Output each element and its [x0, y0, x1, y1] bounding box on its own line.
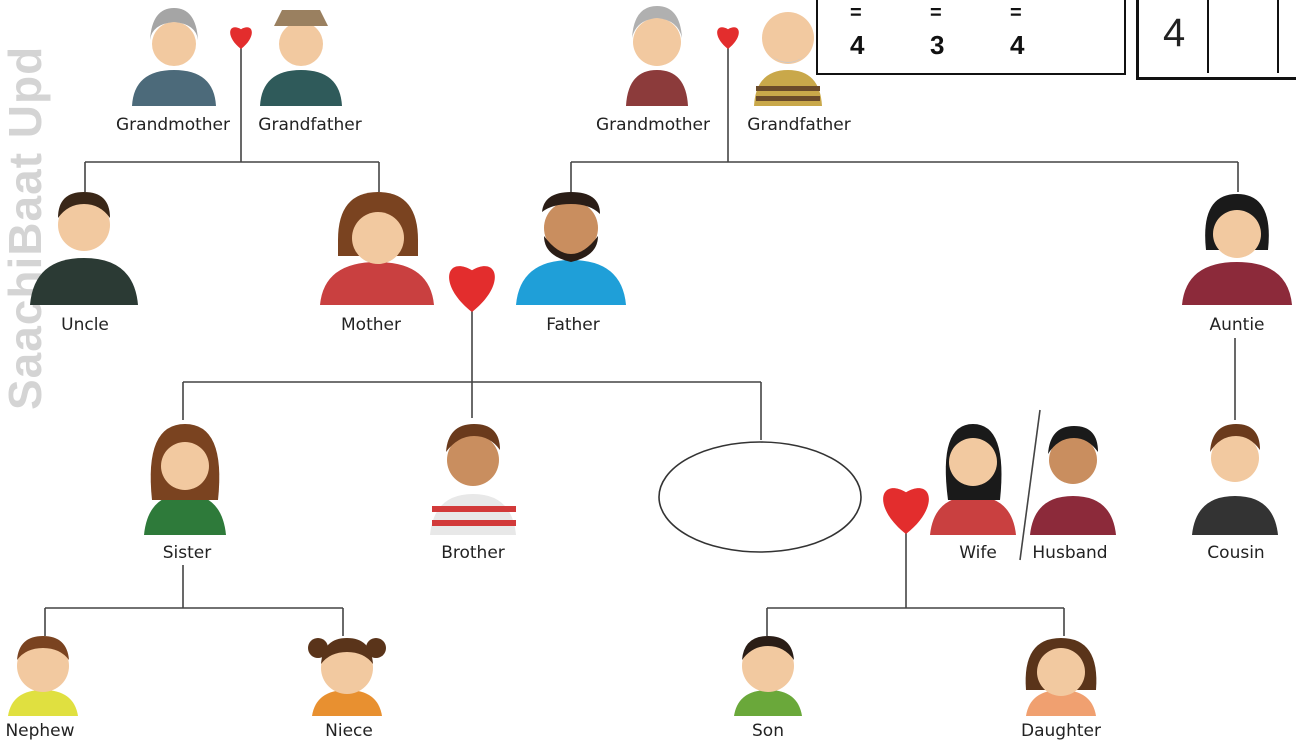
grandfather-right-avatar	[754, 12, 822, 106]
label-niece: Niece	[325, 721, 373, 741]
heart-icon	[883, 488, 929, 534]
grandmother-left-avatar	[132, 8, 216, 106]
label-nephew: Nephew	[5, 721, 75, 741]
label-grandmother-right: Grandmother	[596, 115, 710, 135]
empty-oval	[658, 441, 862, 553]
equals-sign: =	[930, 2, 942, 24]
answer-digit: 4	[1163, 11, 1186, 55]
brother-avatar	[430, 424, 516, 535]
label-brother: Brother	[441, 543, 505, 563]
mother-avatar	[320, 192, 434, 305]
father-avatar	[516, 192, 626, 305]
husband-avatar	[1030, 426, 1116, 535]
label-husband: Husband	[1032, 543, 1108, 563]
label-grandmother-left: Grandmother	[116, 115, 230, 135]
score-value: 4	[1010, 30, 1025, 60]
daughter-avatar	[1025, 638, 1097, 716]
label-auntie: Auntie	[1209, 315, 1265, 335]
sister-avatar	[144, 424, 226, 535]
label-cousin: Cousin	[1207, 543, 1265, 563]
equals-sign: =	[1010, 2, 1022, 24]
score-box: = = = 4 3 4	[816, 0, 1126, 75]
son-avatar	[734, 636, 802, 716]
label-daughter: Daughter	[1021, 721, 1101, 741]
heart-icon	[717, 27, 739, 49]
niece-avatar	[308, 638, 386, 716]
label-son: Son	[752, 721, 784, 741]
cousin-avatar	[1192, 424, 1278, 535]
label-mother: Mother	[341, 315, 401, 335]
auntie-avatar	[1182, 194, 1292, 305]
wife-avatar	[930, 424, 1016, 535]
answer-cell	[1209, 0, 1279, 73]
label-sister: Sister	[162, 543, 212, 563]
label-father: Father	[546, 315, 600, 335]
heart-icon	[230, 27, 252, 49]
grandmother-right-avatar	[626, 6, 688, 106]
equals-sign: =	[850, 2, 862, 24]
label-grandfather-right: Grandfather	[747, 115, 851, 135]
answer-box: 4	[1136, 0, 1296, 80]
answer-cell: 4	[1139, 0, 1209, 73]
label-wife: Wife	[959, 543, 997, 563]
heart-icon	[449, 266, 495, 312]
label-grandfather-left: Grandfather	[258, 115, 362, 135]
score-value: 3	[930, 30, 945, 60]
label-uncle: Uncle	[61, 315, 109, 335]
score-value: 4	[850, 30, 865, 60]
nephew-avatar	[8, 636, 78, 716]
grandfather-left-avatar	[260, 10, 342, 106]
uncle-avatar	[30, 192, 138, 305]
